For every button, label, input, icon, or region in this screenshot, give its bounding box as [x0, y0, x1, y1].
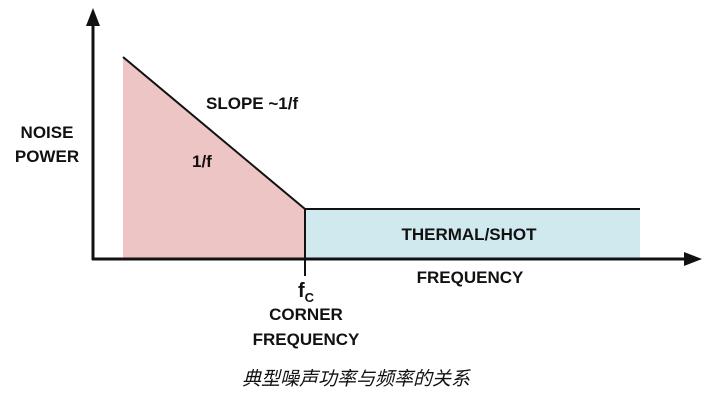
- slope-line: [122, 56, 306, 210]
- y-axis-label-line1: NOISE: [21, 123, 74, 142]
- corner-frequency-symbol: fC: [298, 280, 315, 305]
- region-thermal-label: THERMAL/SHOT: [401, 225, 537, 244]
- figure-caption: 典型噪声功率与频率的关系: [242, 368, 471, 390]
- corner-symbol-subscript: C: [305, 290, 315, 305]
- corner-frequency-label-line2: FREQUENCY: [253, 330, 360, 349]
- region-1f-area: [123, 57, 305, 259]
- y-axis-label-line2: POWER: [15, 147, 79, 166]
- slope-label: SLOPE ~1/f: [206, 94, 298, 113]
- x-axis-arrowhead: [684, 252, 702, 266]
- y-axis-arrowhead: [86, 8, 100, 26]
- region-thermal-area: [305, 209, 640, 259]
- region-1f-label: 1/f: [192, 152, 212, 171]
- corner-symbol-f: f: [298, 280, 305, 302]
- x-axis-label: FREQUENCY: [417, 268, 524, 287]
- corner-frequency-label-line1: CORNER: [269, 305, 343, 324]
